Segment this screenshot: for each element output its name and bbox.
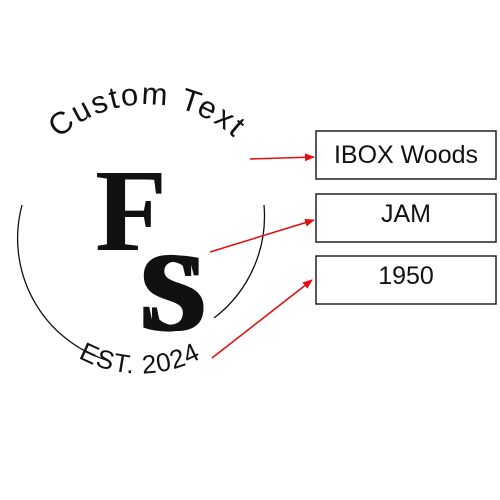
monogram-letter-s-shadow: S bbox=[138, 231, 200, 355]
monogram-letter-f: F bbox=[95, 145, 167, 276]
arrow-to-initials bbox=[209, 218, 315, 253]
emblem-circle-arc-right bbox=[213, 204, 266, 319]
arc-text-top: Custom Text bbox=[41, 76, 253, 144]
logo-emblem: Custom Text EST. 2024 F S S bbox=[16, 76, 266, 380]
label-text-initials: JAM bbox=[381, 200, 431, 228]
label-box-year: 1950 bbox=[315, 255, 497, 305]
label-box-initials: JAM bbox=[315, 193, 497, 243]
monogram-letter-s: S bbox=[146, 231, 208, 355]
emblem-circle-arc bbox=[16, 204, 107, 361]
arrow-to-business-name bbox=[249, 153, 315, 162]
label-text-year: 1950 bbox=[378, 262, 434, 290]
label-text-business-name: IBOX Woods bbox=[334, 141, 478, 169]
label-box-business-name: IBOX Woods bbox=[315, 130, 497, 180]
arrow-to-year bbox=[211, 279, 313, 359]
